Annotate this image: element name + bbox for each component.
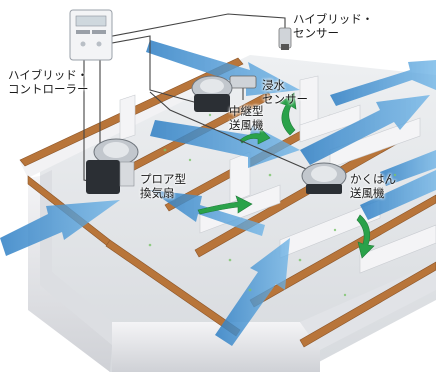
label-stir-fan-line1: かくはん — [350, 172, 396, 186]
label-relay-fan-line1: 中継型 — [229, 104, 264, 118]
circulation-arrows — [197, 92, 375, 259]
airflow-arrows — [0, 40, 436, 346]
label-hybrid-controller-line2: コントローラー — [8, 82, 89, 96]
label-hybrid-sensor-line2: センサー — [293, 26, 339, 40]
controller-panel-icon — [69, 9, 113, 61]
label-hybrid-controller-line1: ハイブリッド・ — [8, 68, 89, 82]
floor-fan-icon — [86, 138, 139, 194]
label-flood-sensor: 浸水 センサー — [262, 78, 308, 106]
sensor-device-icon — [278, 27, 292, 50]
label-stir-fan: かくはん 送風機 — [350, 172, 396, 200]
label-floor-fan-line1: プロア型 — [140, 172, 186, 186]
stir-fan-icon — [301, 162, 347, 194]
relay-fan-icon — [191, 75, 233, 112]
label-floor-fan-line2: 換気扇 — [140, 186, 175, 200]
label-hybrid-controller: ハイブリッド・ コントローラー — [8, 68, 89, 96]
label-flood-sensor-line1: 浸水 — [262, 78, 285, 92]
label-relay-fan-line2: 送風機 — [229, 118, 264, 132]
label-hybrid-sensor-line1: ハイブリッド・ — [293, 12, 374, 26]
label-stir-fan-line2: 送風機 — [350, 186, 385, 200]
label-flood-sensor-line2: センサー — [262, 92, 308, 106]
label-hybrid-sensor: ハイブリッド・ センサー — [293, 12, 373, 40]
label-floor-fan: プロア型 換気扇 — [140, 172, 186, 200]
dust-specks — [148, 113, 397, 297]
flood-sensor-icon — [229, 75, 257, 100]
label-relay-fan: 中継型 送風機 — [229, 104, 264, 132]
